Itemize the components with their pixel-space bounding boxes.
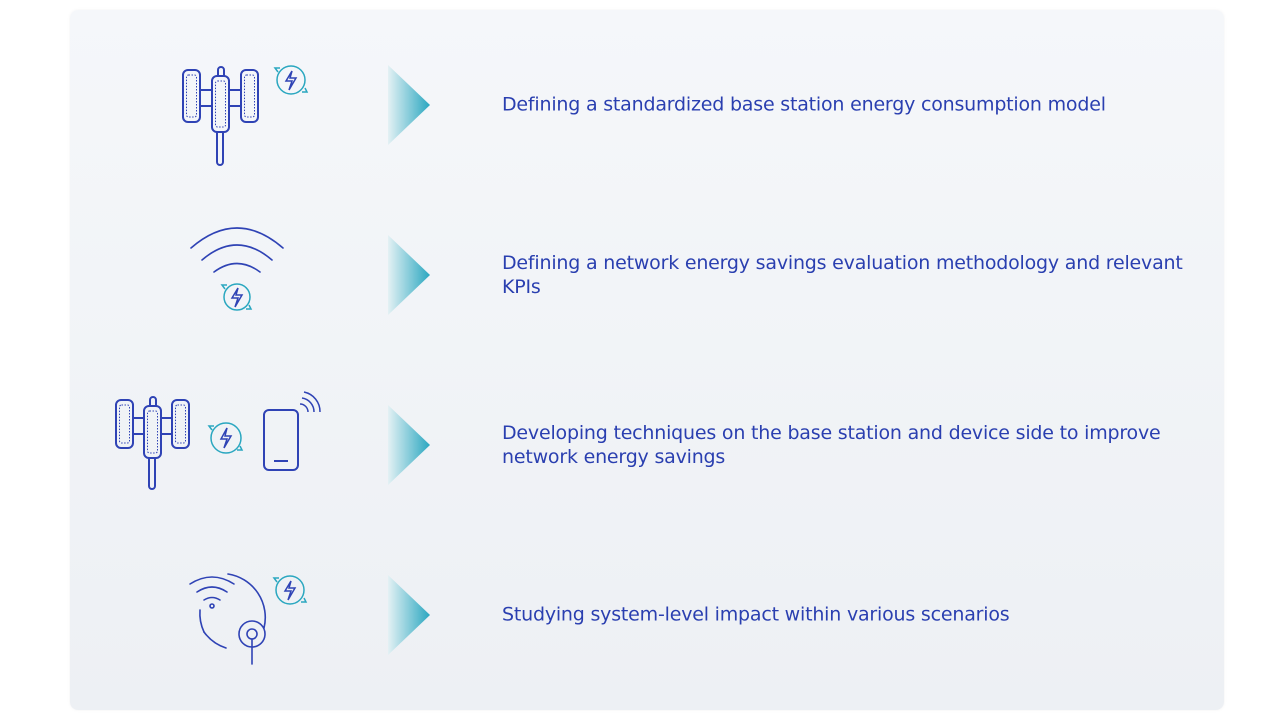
- list-item: Defining a standardized base station ene…: [70, 30, 1224, 180]
- wifi-energy-icon: [100, 200, 340, 350]
- system-level-impact-icon: [100, 540, 340, 690]
- arrow-icon: [388, 65, 430, 145]
- item-text: Developing techniques on the base statio…: [502, 422, 1161, 468]
- base-station-energy-icon: [100, 30, 340, 180]
- list-item: Studying system-level impact within vari…: [70, 540, 1224, 690]
- item-text: Defining a network energy savings evalua…: [502, 252, 1183, 298]
- arrow-icon: [388, 575, 430, 655]
- item-text: Defining a standardized base station ene…: [502, 93, 1106, 116]
- item-text: Studying system-level impact within vari…: [502, 603, 1010, 626]
- content-card: Defining a standardized base station ene…: [70, 10, 1224, 710]
- base-station-device-energy-icon: [80, 370, 321, 520]
- list-item: Developing techniques on the base statio…: [70, 370, 1224, 520]
- list-item: Defining a network energy savings evalua…: [70, 200, 1224, 350]
- arrow-icon: [388, 405, 430, 485]
- arrow-icon: [388, 235, 430, 315]
